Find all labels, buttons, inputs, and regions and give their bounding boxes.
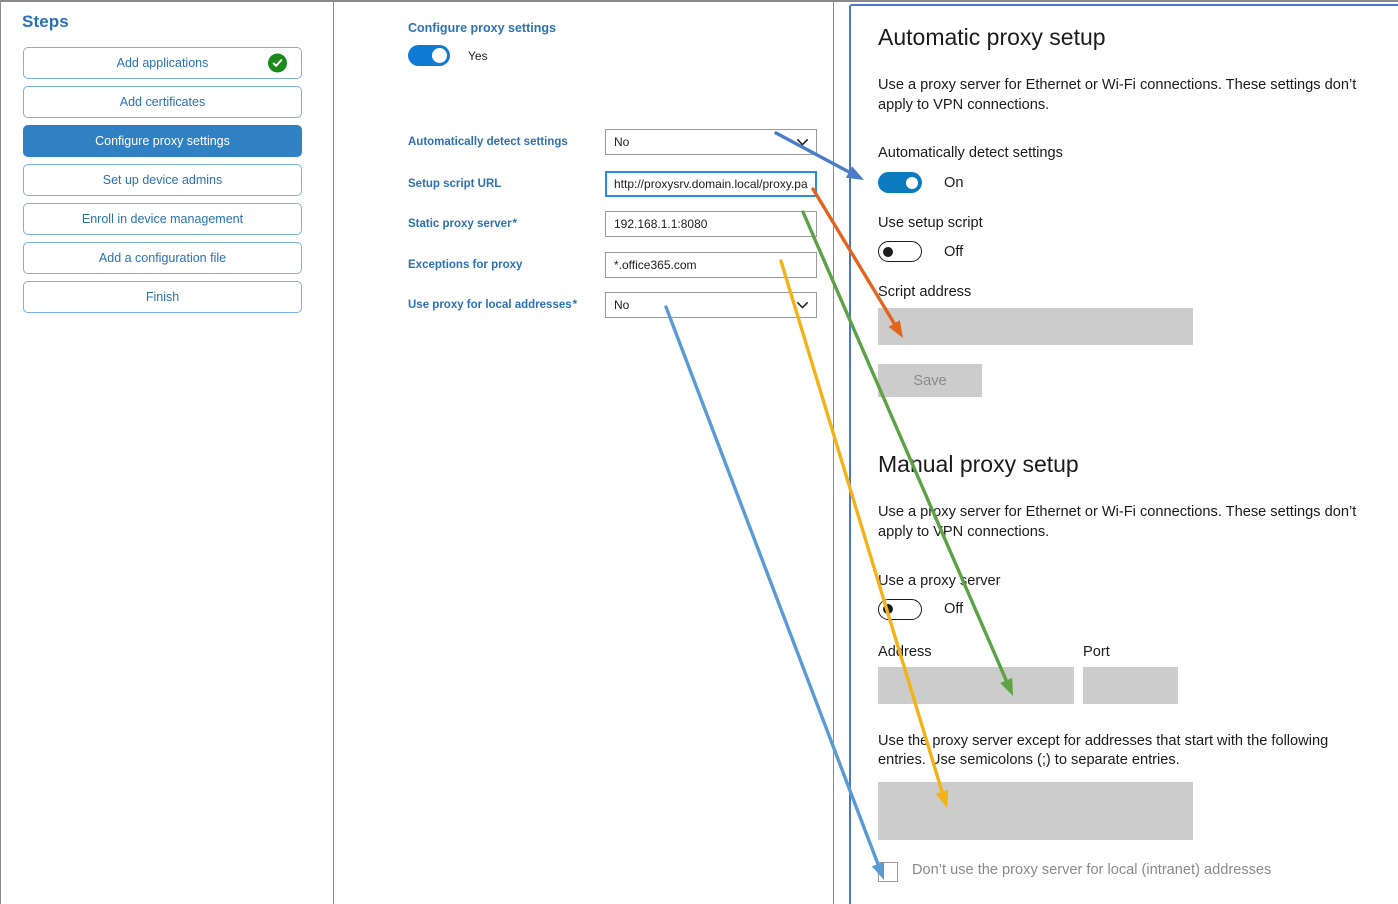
step-label: Finish <box>145 290 180 304</box>
field-label-text: Automatically detect settings <box>408 136 568 148</box>
automatic-proxy-setup-description: Use a proxy server for Ethernet or Wi-Fi… <box>878 77 1357 113</box>
field-label: Automatically detect settings <box>408 129 568 155</box>
configure-proxy-settings-toggle[interactable] <box>408 45 450 66</box>
field-label-text: Static proxy server <box>408 218 512 230</box>
steps-panel: Steps Add applications Add certificates … <box>2 2 332 904</box>
field-exceptions-for-proxy: Exceptions for proxy *.office365.com <box>408 252 818 278</box>
use-a-proxy-server-state: Off <box>944 601 964 618</box>
port-group: Port <box>1083 644 1193 704</box>
script-address-label: Script address <box>878 284 972 301</box>
select-value: No <box>614 135 630 149</box>
bypass-local-addresses-label: Don’t use the proxy server for local (in… <box>912 862 1272 879</box>
address-port-row: Address Port <box>878 644 1398 704</box>
automatically-detect-settings-toggle[interactable] <box>878 172 922 194</box>
frame-line-left <box>0 0 1 904</box>
field-static-proxy-server: Static proxy server * 192.168.1.1:8080 <box>408 211 818 237</box>
use-a-proxy-server-toggle-row: Off <box>878 598 1398 620</box>
step-item-add-certificates[interactable]: Add certificates <box>23 86 302 118</box>
script-address-input[interactable] <box>878 308 1193 346</box>
configure-proxy-settings-toggle-value: Yes <box>468 48 488 63</box>
address-input[interactable] <box>878 666 1074 704</box>
input-value: http://proxysrv.domain.local/proxy.pa <box>614 177 808 191</box>
field-setup-script-url: Setup script URL http://proxysrv.domain.… <box>408 171 818 197</box>
required-marker: * <box>511 218 517 230</box>
exceptions-for-proxy-input[interactable]: *.office365.com <box>605 252 817 278</box>
configure-proxy-settings-toggle-row: Yes <box>408 45 488 66</box>
automatically-detect-settings-toggle-row: On <box>878 172 1398 194</box>
manual-proxy-setup-description: Use a proxy server for Ethernet or Wi-Fi… <box>878 504 1357 541</box>
toggle-knob <box>432 48 447 63</box>
select-value: No <box>614 298 630 312</box>
bypass-local-addresses-row: Don’t use the proxy server for local (in… <box>878 862 1398 883</box>
step-item-set-up-device-admins[interactable]: Set up device admins <box>23 164 302 196</box>
use-setup-script-label: Use setup script <box>878 215 983 232</box>
field-automatically-detect-settings: Automatically detect settings No <box>408 129 818 155</box>
toggle-knob <box>906 176 918 189</box>
use-proxy-for-local-addresses-select[interactable]: No <box>605 292 817 318</box>
field-label: Static proxy server * <box>408 211 517 237</box>
field-label: Use proxy for local addresses * <box>408 292 577 318</box>
setup-script-url-input[interactable]: http://proxysrv.domain.local/proxy.pa <box>605 171 817 197</box>
automatic-proxy-setup-heading: Automatic proxy setup <box>878 24 1106 50</box>
use-setup-script-state: Off <box>944 243 964 260</box>
step-item-add-applications[interactable]: Add applications <box>23 47 302 79</box>
use-setup-script-toggle[interactable] <box>878 241 922 263</box>
field-label: Setup script URL <box>408 171 501 197</box>
required-marker: * <box>571 299 578 311</box>
windows-proxy-settings-panel: Automatic proxy setup Use a proxy server… <box>849 4 1398 904</box>
step-label: Add certificates <box>119 95 206 109</box>
toggle-knob <box>883 604 893 615</box>
step-item-finish[interactable]: Finish <box>23 281 302 313</box>
step-label: Add a configuration file <box>98 251 227 265</box>
exceptions-input[interactable] <box>878 782 1193 841</box>
save-button[interactable]: Save <box>878 364 982 398</box>
field-use-proxy-for-local-addresses: Use proxy for local addresses * No <box>408 292 818 318</box>
field-label-text: Exceptions for proxy <box>408 259 523 271</box>
frame-line-form-divider <box>833 0 834 904</box>
exceptions-description: Use the proxy server except for addresse… <box>878 732 1329 769</box>
use-a-proxy-server-label: Use a proxy server <box>878 572 1001 589</box>
step-label: Enroll in device management <box>81 212 244 226</box>
field-label: Exceptions for proxy <box>408 252 522 278</box>
static-proxy-server-input[interactable]: 192.168.1.1:8080 <box>605 211 817 237</box>
chevron-down-icon <box>797 302 808 309</box>
port-label: Port <box>1083 643 1110 660</box>
manual-proxy-setup-heading: Manual proxy setup <box>878 451 1079 478</box>
bypass-local-addresses-checkbox[interactable] <box>878 862 898 883</box>
top-frame-rule <box>0 0 1398 2</box>
toggle-knob <box>883 246 893 257</box>
frame-line-steps-divider <box>333 0 334 904</box>
input-value: *.office365.com <box>614 258 697 272</box>
address-group: Address <box>878 644 1083 704</box>
steps-title: Steps <box>22 12 69 31</box>
step-item-add-a-configuration-file[interactable]: Add a configuration file <box>23 242 302 274</box>
port-input[interactable] <box>1083 666 1178 704</box>
step-label: Add applications <box>116 56 209 70</box>
check-circle-icon <box>268 53 287 73</box>
automatically-detect-settings-select[interactable]: No <box>605 129 817 155</box>
input-value: 192.168.1.1:8080 <box>614 217 708 231</box>
automatically-detect-settings-state: On <box>944 174 964 191</box>
step-label: Set up device admins <box>102 173 223 187</box>
automatically-detect-settings-label: Automatically detect settings <box>878 145 1063 162</box>
chevron-down-icon <box>797 139 808 146</box>
field-label-text: Setup script URL <box>408 178 502 190</box>
windows-settings-content: Automatic proxy setup Use a proxy server… <box>878 6 1398 883</box>
address-label: Address <box>878 643 932 660</box>
form-title: Configure proxy settings <box>408 21 556 35</box>
use-a-proxy-server-toggle[interactable] <box>878 598 922 620</box>
field-label-text: Use proxy for local addresses <box>408 299 572 311</box>
steps-list: Add applications Add certificates Config… <box>23 47 302 320</box>
step-label: Configure proxy settings <box>95 134 230 148</box>
proxy-form-panel: Configure proxy settings Yes Automatical… <box>334 2 832 904</box>
step-item-enroll-in-device-management[interactable]: Enroll in device management <box>23 203 302 235</box>
step-item-configure-proxy-settings[interactable]: Configure proxy settings <box>23 125 302 157</box>
use-setup-script-toggle-row: Off <box>878 241 1398 263</box>
